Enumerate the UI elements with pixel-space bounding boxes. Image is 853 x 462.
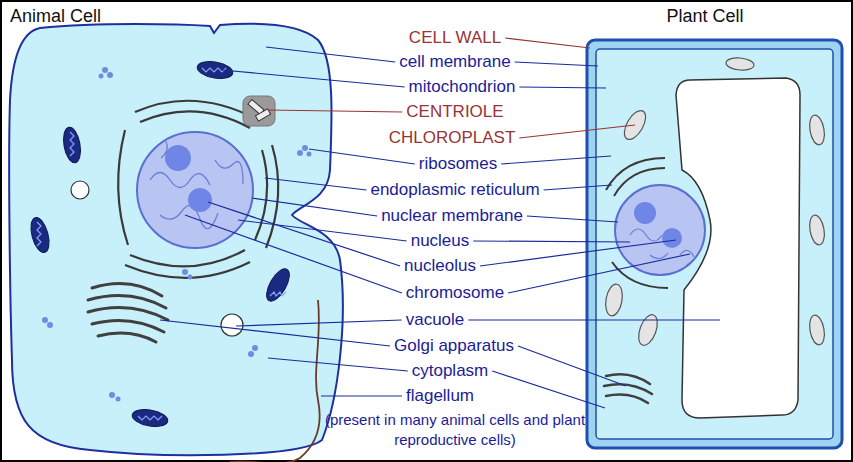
leader-line [508, 254, 690, 293]
part-label: CHLOROPLAST [389, 128, 516, 148]
leader-line [252, 198, 377, 216]
leader-line [492, 371, 605, 408]
leader-line [268, 358, 408, 371]
leader-line [501, 156, 611, 164]
leader-line [185, 215, 402, 293]
leader-line [309, 149, 415, 164]
part-label: vacuole [406, 310, 465, 330]
part-label: Golgi apparatus [394, 336, 514, 356]
leader-line [160, 320, 390, 346]
part-label: nuclear membrane [381, 206, 523, 226]
part-label: flagellum [406, 386, 474, 406]
part-label: endoplasmic reticulum [370, 180, 539, 200]
leader-line [518, 346, 626, 386]
leader-line [321, 395, 402, 396]
part-label: nucleus [411, 231, 470, 251]
leader-line [265, 178, 366, 190]
leader-line [468, 319, 720, 320]
leader-line [266, 47, 395, 62]
leader-line [480, 240, 676, 266]
leader-line [222, 70, 405, 87]
part-label: (present in many animal cells and plant … [318, 410, 593, 450]
leader-line [505, 38, 590, 48]
leader-line [515, 62, 598, 66]
part-label: Plant Cell [666, 6, 743, 26]
part-label: mitochondrion [409, 77, 516, 97]
part-label: Animal Cell [10, 6, 101, 26]
leader-line [473, 241, 630, 242]
part-label: CENTRIOLE [406, 102, 503, 122]
leader-line [527, 216, 618, 222]
leader-line [268, 110, 402, 112]
leader-line [236, 320, 402, 326]
leader-line [519, 87, 606, 88]
leader-line [519, 125, 635, 138]
part-label: nucleolus [404, 256, 476, 276]
part-label: ribosomes [419, 154, 497, 174]
part-label: cell membrane [399, 52, 511, 72]
part-label: chromosome [406, 283, 504, 303]
part-label: cytoplasm [412, 361, 489, 381]
part-label: CELL WALL [409, 28, 501, 48]
leader-line [544, 185, 612, 190]
